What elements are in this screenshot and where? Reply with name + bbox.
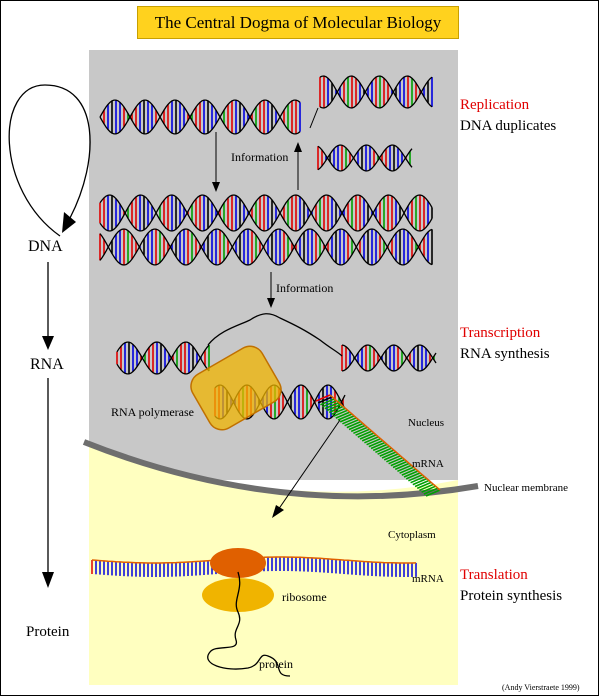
dna-unwound-strand bbox=[207, 313, 343, 357]
transcription-desc: RNA synthesis bbox=[460, 346, 550, 362]
replication-heading: Replication bbox=[460, 97, 530, 113]
dna-to-rna-arrowhead bbox=[42, 336, 54, 350]
cytoplasm-region bbox=[89, 446, 458, 685]
flow-label-rna: RNA bbox=[30, 356, 64, 373]
protein-label: protein bbox=[259, 657, 293, 671]
dna-helix-daughter-bottom bbox=[317, 144, 413, 172]
ribosome-large-subunit bbox=[210, 548, 266, 578]
rna-polymerase bbox=[190, 345, 282, 431]
translation-desc: Protein synthesis bbox=[460, 588, 563, 604]
rna-polymerase-label: RNA polymerase bbox=[111, 405, 194, 419]
page-title: The Central Dogma of Molecular Biology bbox=[137, 6, 459, 39]
ribosome-label: ribosome bbox=[282, 590, 327, 604]
dna-helix-daughter-top bbox=[319, 75, 433, 109]
dna-helix-parent bbox=[99, 99, 301, 135]
dna-helix-copy-2 bbox=[99, 228, 433, 266]
dna-helix-transcription-right bbox=[341, 344, 437, 372]
nuclear-membrane-label: Nuclear membrane bbox=[484, 482, 568, 494]
mrna-nucleus-label: mRNA bbox=[412, 458, 444, 470]
replication-loop-arrowhead bbox=[62, 212, 76, 233]
replication-loop-arrow bbox=[8, 84, 91, 237]
dna-helices bbox=[99, 75, 437, 420]
replication-fork-arrow bbox=[309, 107, 319, 129]
rna-to-protein-arrowhead bbox=[42, 572, 54, 588]
dna-helix-transcription-left bbox=[116, 341, 210, 375]
information-label-1: Information bbox=[231, 150, 289, 164]
mrna-cytoplasm-label: mRNA bbox=[412, 573, 444, 585]
dna-helix-copy-1 bbox=[99, 194, 433, 232]
mrna-transcript bbox=[315, 394, 441, 497]
transcription-heading: Transcription bbox=[460, 325, 541, 341]
translation-heading: Translation bbox=[460, 567, 528, 583]
flow-label-protein: Protein bbox=[26, 624, 70, 640]
replication-desc: DNA duplicates bbox=[460, 118, 557, 134]
credit-label: (Andy Vierstraete 1999) bbox=[502, 683, 580, 692]
cytoplasm-label: Cytoplasm bbox=[388, 529, 436, 541]
export-arrow bbox=[277, 419, 341, 511]
info-arrow-down-1-head bbox=[212, 182, 220, 192]
export-arrow-head bbox=[272, 505, 284, 518]
flow-label-dna: DNA bbox=[28, 238, 63, 255]
information-label-2: Information bbox=[276, 281, 334, 295]
info-arrow-up-head bbox=[294, 142, 302, 152]
nascent-protein-chain bbox=[207, 571, 291, 677]
info-arrow-down-2-head bbox=[267, 298, 275, 308]
nucleus-region bbox=[89, 50, 458, 480]
nucleus-label: Nucleus bbox=[408, 417, 445, 429]
